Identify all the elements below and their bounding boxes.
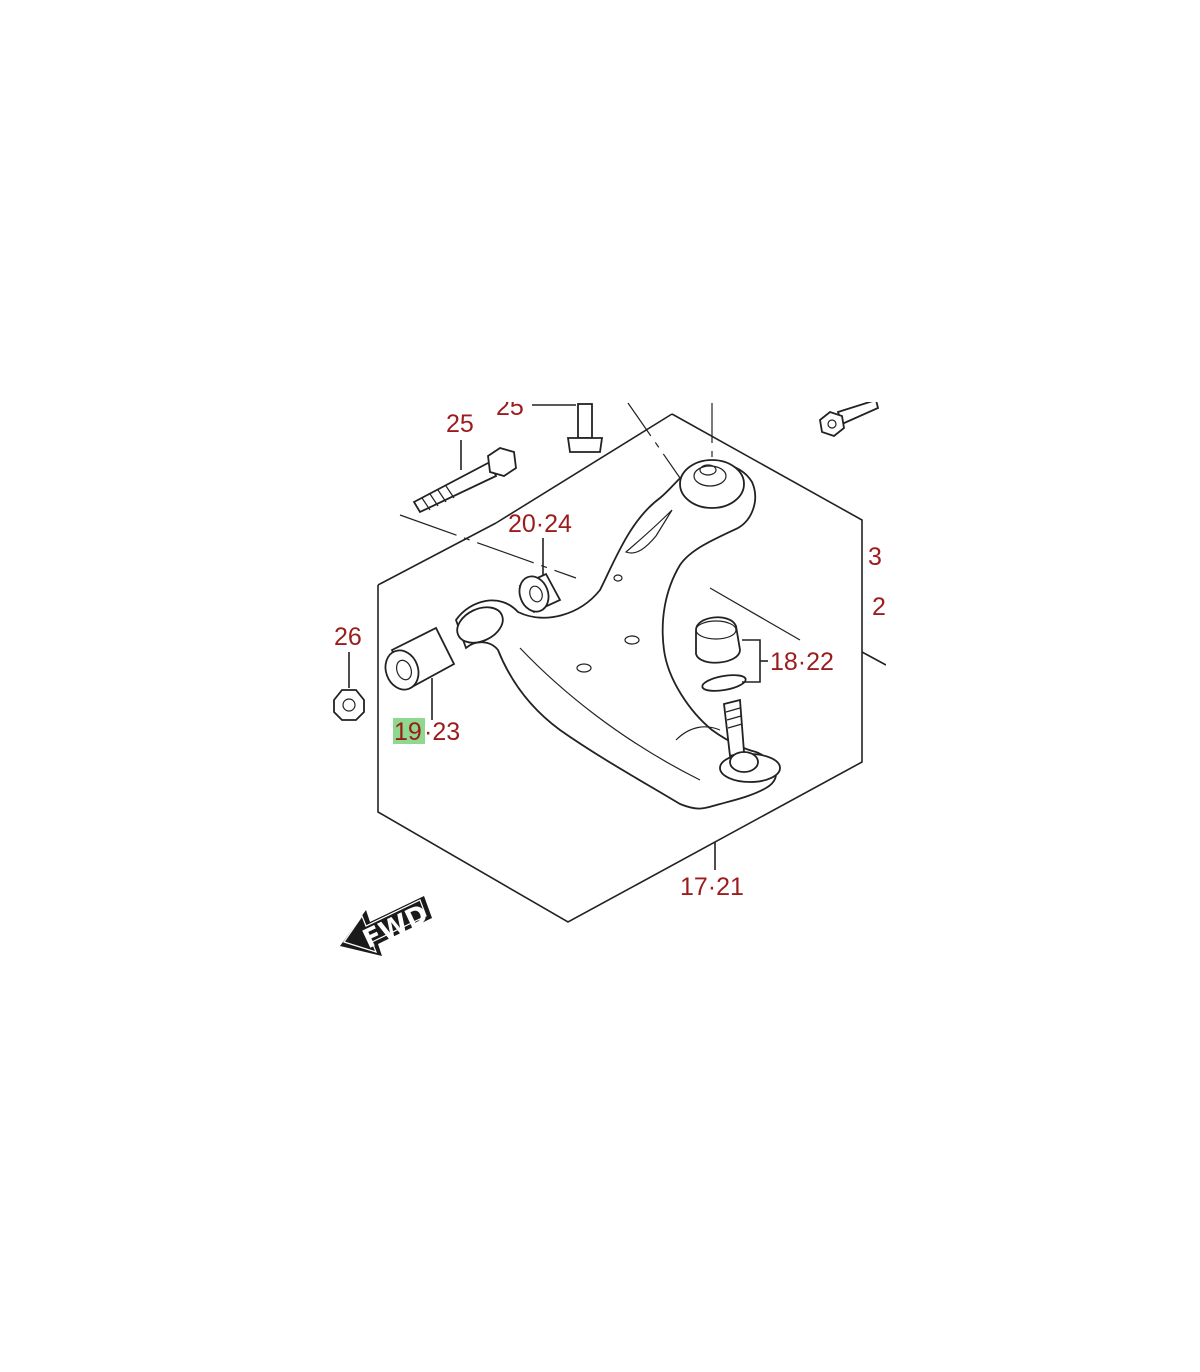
callout-right-top: 3 bbox=[868, 543, 882, 571]
bolt-left-icon bbox=[412, 440, 517, 514]
callout-bushing-rear-rest: ·23 bbox=[424, 718, 460, 746]
callout-ball-joint: 18·22 bbox=[770, 648, 834, 676]
ball-joint-icon bbox=[695, 616, 781, 783]
callout-nut: 26 bbox=[334, 623, 362, 651]
callout-labels: 25 25 20·24 26 19 ·23 18·22 17·21 3 2 bbox=[334, 393, 886, 901]
lower-control-arm-icon bbox=[454, 459, 777, 870]
callout-right-mid: 2 bbox=[872, 593, 886, 621]
part-19-highlight bbox=[393, 718, 425, 744]
callout-bushing-front: 20·24 bbox=[508, 510, 572, 538]
bolt-top-right-icon bbox=[819, 398, 880, 438]
callout-bushing-rear-highlight: 19 bbox=[394, 718, 422, 746]
fwd-direction-badge: FWD bbox=[340, 896, 433, 956]
callout-bolt-left: 25 bbox=[446, 410, 474, 438]
bushing-rear-icon bbox=[384, 626, 456, 720]
bolt-top-icon bbox=[532, 403, 604, 453]
fwd-label: FWD bbox=[358, 899, 432, 955]
callout-control-arm: 17·21 bbox=[680, 873, 744, 901]
bushing-front-icon bbox=[518, 538, 562, 614]
nut-icon bbox=[333, 652, 365, 721]
